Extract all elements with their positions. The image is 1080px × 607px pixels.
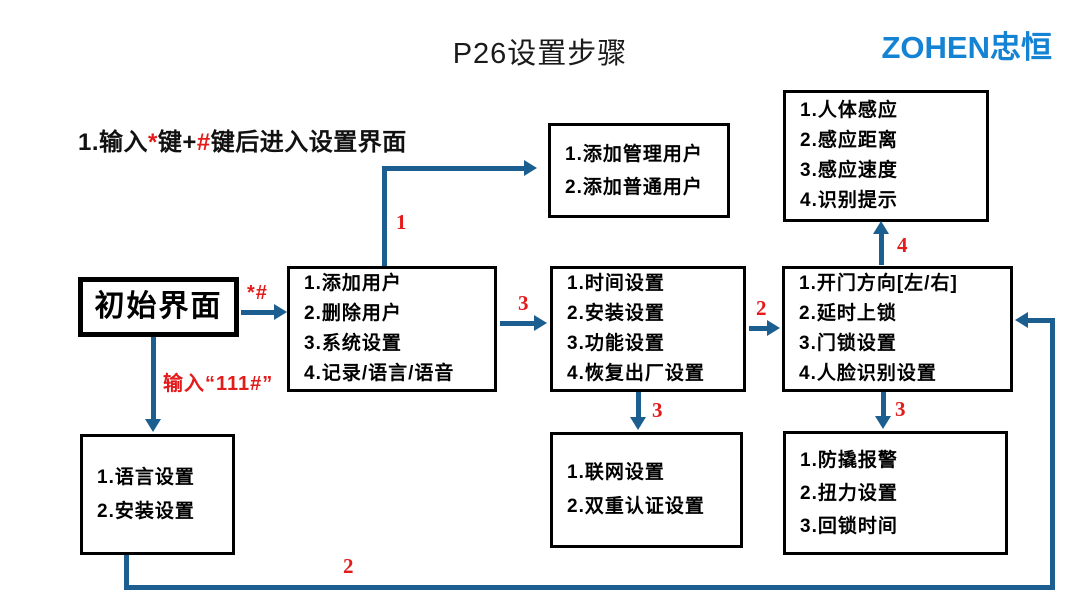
- menu-item: 3.功能设置: [567, 333, 665, 354]
- instruction-seg2: 键+: [157, 129, 197, 156]
- menu-item: 1.添加用户: [304, 273, 402, 294]
- menu-item: 4.识别提示: [800, 190, 898, 211]
- menu-item: 1.人体感应: [800, 100, 898, 121]
- arrowhead-right-icon: [274, 304, 287, 320]
- instruction-seg1: 1.输入: [78, 129, 149, 156]
- arrowhead-up-icon: [873, 221, 889, 234]
- instruction-seg3: 键后进入设置界面: [210, 129, 407, 156]
- node-system-settings-menu: 1.时间设置 2.安装设置 3.功能设置 4.恢复出厂设置: [550, 266, 746, 392]
- node-label: 初始界面: [94, 290, 223, 323]
- menu-item: 2.添加普通用户: [565, 176, 703, 198]
- menu-item: 2.删除用户: [304, 303, 402, 324]
- edge-label-3c: 3: [895, 397, 906, 421]
- edge-label-1: 1: [396, 210, 407, 234]
- arrowhead-down-icon: [875, 416, 891, 429]
- node-main-menu: 1.添加用户 2.删除用户 3.系统设置 4.记录/语言/语音: [287, 266, 497, 392]
- zohen-logo: ZOHEN忠恒: [882, 22, 1053, 67]
- node-add-user-menu: 1.添加管理用户 2.添加普通用户: [548, 123, 730, 218]
- menu-item: 3.回锁时间: [800, 515, 898, 537]
- menu-item: 2.安装设置: [567, 303, 665, 324]
- connector-system-to-network: [636, 392, 641, 420]
- connector-door-to-alarm: [881, 392, 886, 419]
- menu-item: 1.联网设置: [567, 462, 665, 483]
- menu-item: 2.双重认证设置: [567, 496, 705, 517]
- menu-item: 1.开门方向[左/右]: [799, 273, 958, 294]
- menu-item: 2.扭力设置: [800, 482, 898, 504]
- connector-initial-to-language: [151, 337, 156, 422]
- arrowhead-down-icon: [145, 419, 161, 432]
- arrowhead-right-icon: [767, 320, 780, 336]
- menu-item: 1.语言设置: [97, 466, 195, 488]
- arrowhead-left-icon: [1015, 312, 1028, 328]
- connector-loop-bottom-horizontal: [124, 585, 1055, 590]
- page-title: P26设置步骤: [452, 38, 628, 70]
- arrowhead-down-icon: [630, 417, 646, 430]
- menu-item: 1.时间设置: [567, 273, 665, 294]
- connector-loop-right-vertical: [1050, 318, 1055, 590]
- edge-label-2: 2: [756, 296, 767, 320]
- menu-item: 3.系统设置: [304, 333, 402, 354]
- connector-main-to-adduser-vertical: [382, 166, 387, 266]
- instruction-star: *: [148, 129, 158, 156]
- arrowhead-right-icon: [524, 160, 537, 176]
- menu-item: 2.安装设置: [97, 500, 195, 522]
- node-alarm-settings-menu: 1.防撬报警 2.扭力设置 3.回锁时间: [783, 431, 1008, 555]
- logo-latin: ZOHEN: [881, 30, 991, 65]
- menu-item: 4.记录/语言/语音: [304, 363, 455, 384]
- edge-label-2b: 2: [343, 554, 354, 578]
- edge-label-star-hash: *#: [247, 282, 268, 304]
- edge-label-4: 4: [897, 233, 908, 257]
- connector-loop-left-vertical: [124, 555, 129, 590]
- menu-item: 2.感应距离: [800, 130, 898, 151]
- node-network-settings-menu: 1.联网设置 2.双重认证设置: [550, 432, 743, 548]
- menu-item: 3.门锁设置: [799, 333, 897, 354]
- menu-item: 2.延时上锁: [799, 303, 897, 324]
- menu-item: 4.恢复出厂设置: [567, 363, 705, 384]
- edge-label-3b: 3: [652, 398, 663, 422]
- node-initial-screen: 初始界面: [78, 277, 239, 337]
- connector-main-to-system: [500, 321, 536, 326]
- connector-door-to-sensor: [879, 232, 884, 265]
- node-language-settings-menu: 1.语言设置 2.安装设置: [80, 434, 235, 555]
- connector-loop-top-horizontal: [1028, 318, 1055, 323]
- logo-cjk: 忠恒: [990, 30, 1052, 65]
- menu-item: 1.添加管理用户: [565, 143, 703, 165]
- menu-item: 3.感应速度: [800, 160, 898, 181]
- connector-initial-to-main: [241, 310, 277, 315]
- connector-system-to-door: [749, 326, 770, 331]
- node-door-settings-menu: 1.开门方向[左/右] 2.延时上锁 3.门锁设置 4.人脸识别设置: [782, 266, 1013, 392]
- edge-label-3: 3: [518, 291, 529, 315]
- connector-main-to-adduser-horizontal: [382, 166, 527, 171]
- menu-item: 4.人脸识别设置: [799, 363, 937, 384]
- menu-item: 1.防撬报警: [800, 449, 898, 471]
- node-sensor-settings-menu: 1.人体感应 2.感应距离 3.感应速度 4.识别提示: [783, 90, 989, 222]
- instruction-hash: #: [196, 129, 211, 156]
- arrowhead-right-icon: [534, 315, 547, 331]
- instruction-text: 1.输入*键+#键后进入设置界面: [78, 122, 407, 157]
- edge-label-input-111: 输入“111#”: [163, 373, 274, 395]
